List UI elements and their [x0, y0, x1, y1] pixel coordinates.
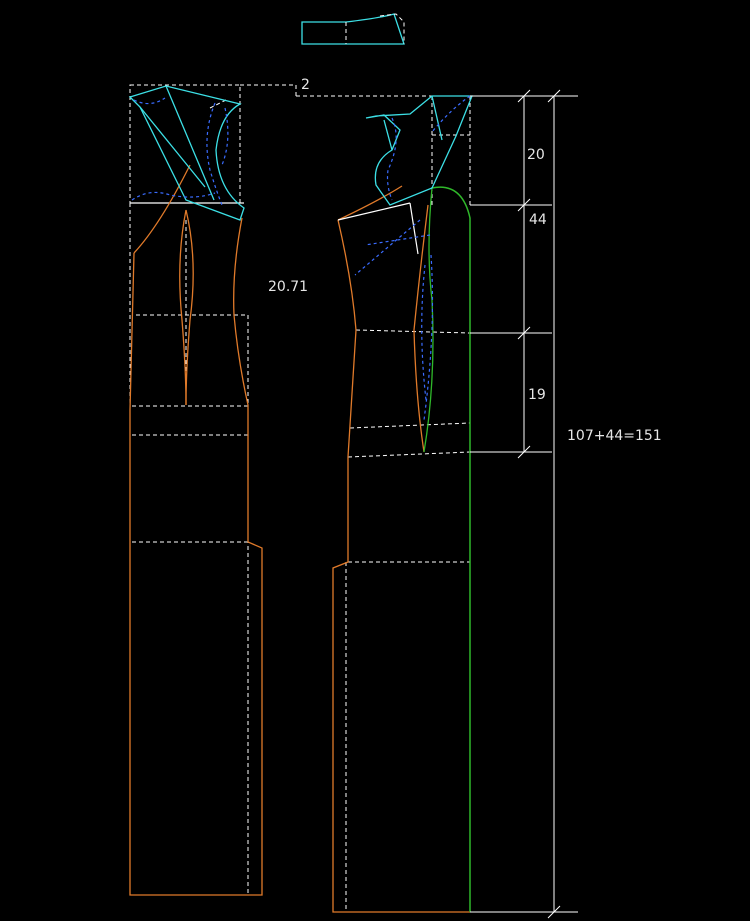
collar-piece — [301, 13, 405, 45]
back-pattern-piece — [128, 84, 297, 896]
front-outline — [332, 219, 470, 913]
total-length-label: 107+44=151 — [567, 428, 662, 444]
front-guides — [296, 95, 471, 912]
back-guides — [129, 84, 297, 895]
front-pattern-piece — [296, 95, 473, 913]
front-darts — [354, 95, 471, 421]
shoulder-to-bust-label: 20 — [527, 147, 545, 163]
waist-to-hip-label: 19 — [528, 387, 546, 403]
center-front-line — [431, 186, 471, 912]
width-measure-label: 20.71 — [268, 279, 308, 295]
bust-to-waist-label: 44 — [529, 212, 547, 228]
back-outline — [129, 217, 263, 896]
back-bodice — [128, 85, 245, 221]
back-darts — [131, 97, 229, 206]
offset-label: 2 — [301, 77, 310, 93]
measurement-guides — [470, 89, 578, 919]
front-bodice — [365, 95, 473, 206]
